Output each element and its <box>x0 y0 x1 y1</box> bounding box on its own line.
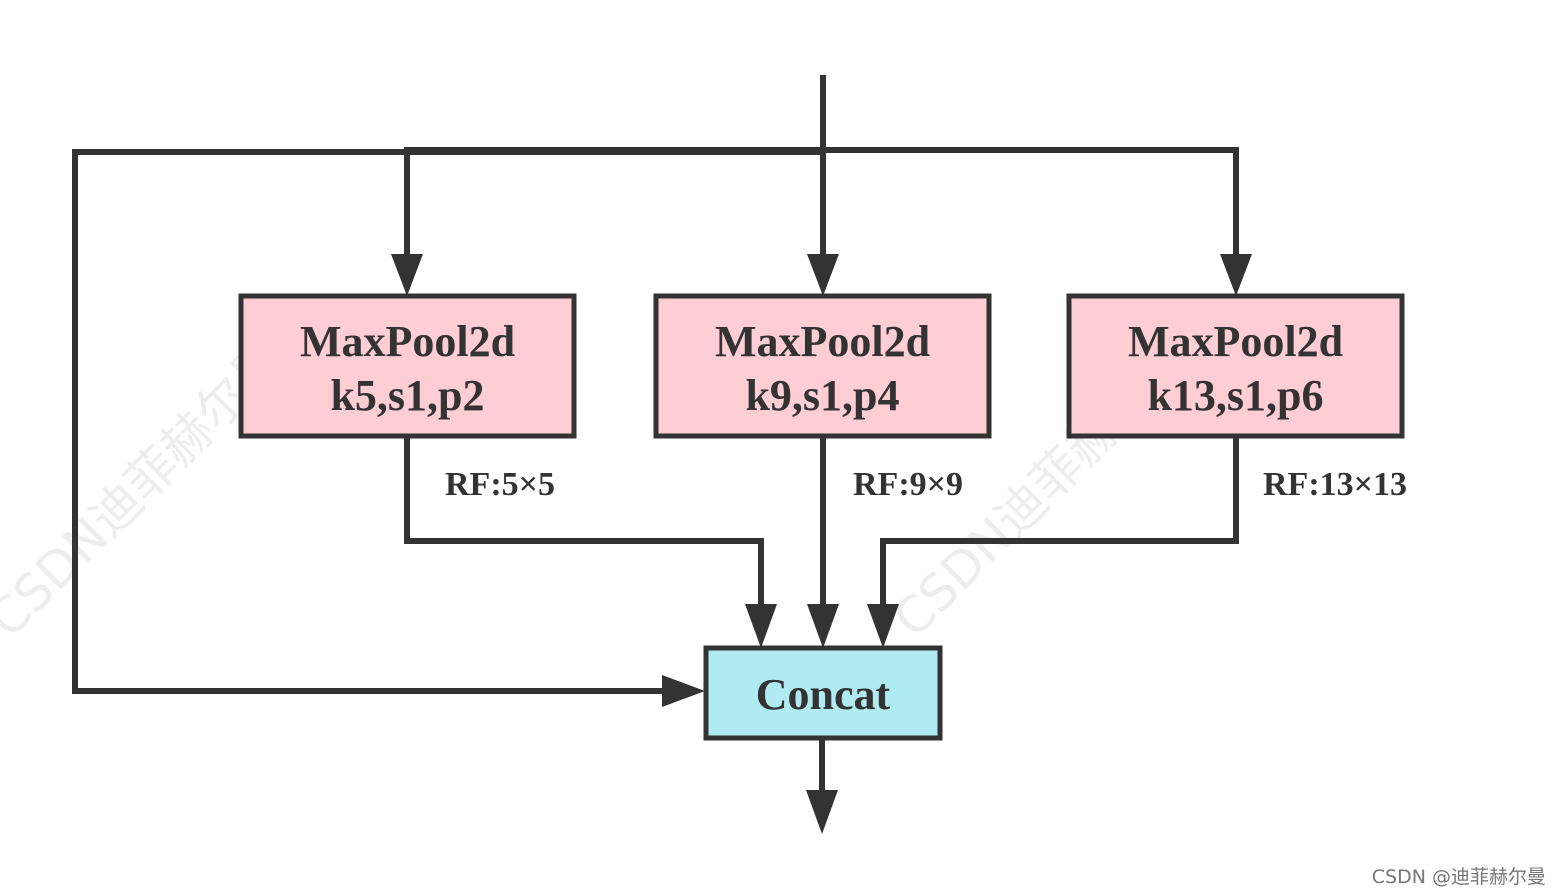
rf-label-13: RF:13×13 <box>1263 466 1407 503</box>
node-maxpool-k5-box <box>238 293 577 439</box>
node-maxpool-k13: MaxPool2d k13,s1,p6 <box>1066 293 1405 439</box>
node-concat-box <box>703 645 943 741</box>
rf-label-9: RF:9×9 <box>853 466 963 503</box>
rf-label-5: RF:5×5 <box>445 466 555 503</box>
arrowheads <box>391 254 1252 834</box>
edges <box>72 75 1239 795</box>
node-maxpool-k5-params: k5,s1,p2 <box>330 371 484 420</box>
node-concat-label: Concat <box>756 670 891 719</box>
node-concat: Concat <box>703 645 943 741</box>
node-maxpool-k5-title: MaxPool2d <box>300 317 515 366</box>
edge-skip <box>72 149 823 694</box>
edge-pool13-out <box>880 437 1239 610</box>
node-maxpool-k9-box <box>653 293 992 439</box>
credit-watermark: CSDN @迪菲赫尔曼 <box>1372 866 1546 888</box>
node-maxpool-k5: MaxPool2d k5,s1,p2 <box>238 293 577 439</box>
arrowhead-concat-from-pool5 <box>745 604 777 648</box>
node-maxpool-k13-params: k13,s1,p6 <box>1147 371 1323 420</box>
edge-pool5-out <box>404 437 764 610</box>
arrowhead-concat-from-pool9 <box>807 604 839 648</box>
arrowhead-pool9-in <box>807 254 839 296</box>
receptive-field-labels: RF:5×5 RF:9×9 RF:13×13 <box>445 466 1407 503</box>
arrowhead-pool5-in <box>391 254 423 296</box>
node-maxpool-k13-title: MaxPool2d <box>1128 317 1343 366</box>
node-maxpool-k9-title: MaxPool2d <box>715 317 930 366</box>
arrowhead-pool13-in <box>1220 254 1252 296</box>
node-maxpool-k13-box <box>1066 293 1405 439</box>
arrowhead-concat-skip <box>662 675 705 707</box>
arrowhead-output <box>806 790 838 834</box>
node-maxpool-k9-params: k9,s1,p4 <box>745 371 899 420</box>
watermark-group: CSDN迪菲赫尔曼 CSDN迪菲赫尔曼 <box>0 330 1201 649</box>
arrowhead-concat-from-pool13 <box>867 604 899 648</box>
node-maxpool-k9: MaxPool2d k9,s1,p4 <box>653 293 992 439</box>
